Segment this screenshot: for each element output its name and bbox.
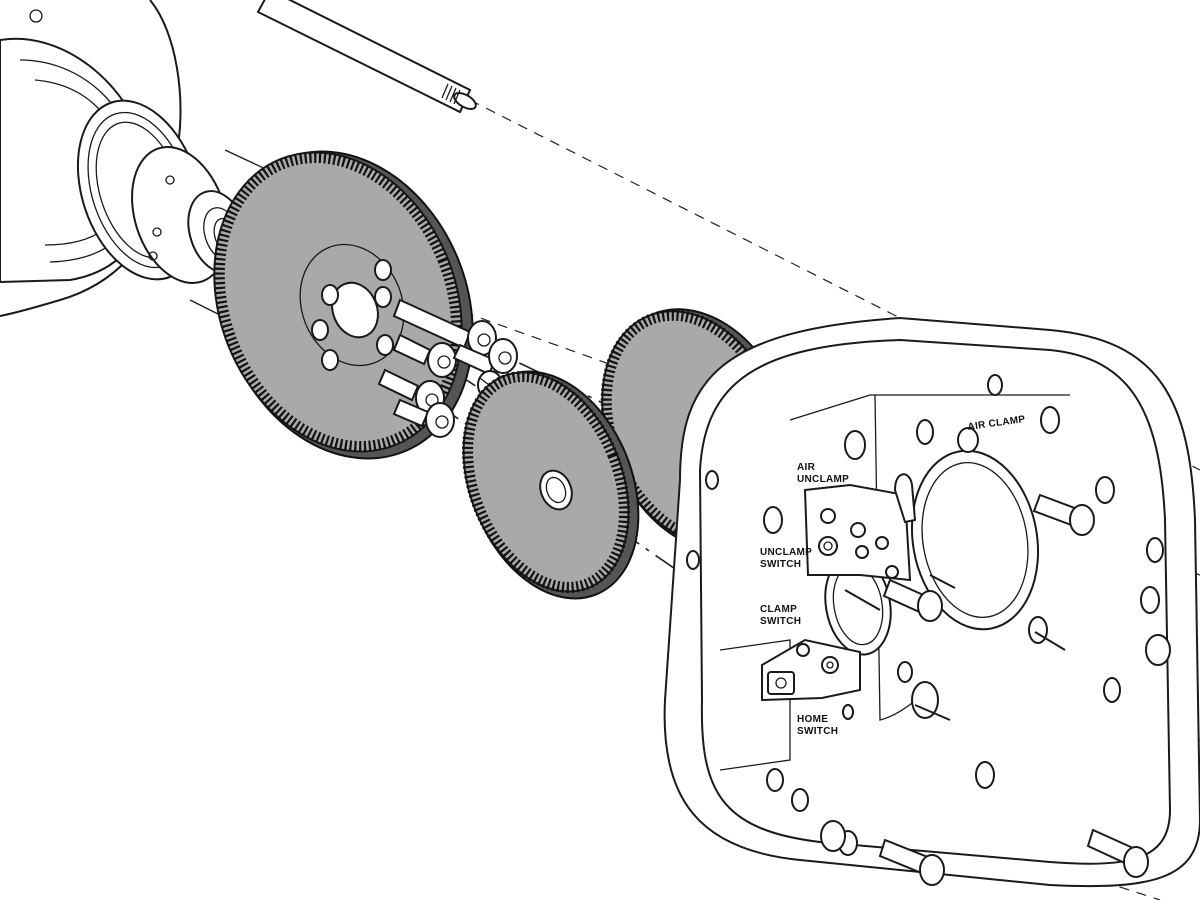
air-unclamp-label-line1: AIR	[797, 462, 816, 473]
socket-head-bolt-icon	[1145, 634, 1171, 666]
unclamp-switch-label-line2: SWITCH	[760, 559, 801, 570]
draw-bar	[256, 0, 477, 114]
home-switch-bracket	[761, 638, 861, 702]
proximity-switch-icon	[818, 508, 838, 556]
unclamp-switch-label-line1: UNCLAMP	[760, 547, 812, 558]
socket-head-bolt-icon	[820, 820, 846, 852]
socket-head-bolt-icon	[392, 398, 455, 438]
socket-head-bolt-icon	[377, 368, 445, 416]
proximity-switch-icon	[767, 671, 795, 695]
gear-bolts	[377, 298, 518, 438]
socket-head-bolt-icon	[1086, 828, 1149, 878]
housing-bolts	[820, 427, 1171, 886]
home-switch-label-line1: HOME	[797, 714, 828, 725]
socket-head-bolt-icon	[878, 838, 945, 886]
air-unclamp-label-line2: UNCLAMP	[797, 474, 849, 485]
home-switch-label-line2: SWITCH	[797, 726, 838, 737]
unclamp-switch-bracket	[803, 473, 917, 582]
small-gear	[462, 370, 640, 600]
shaft-lines	[844, 574, 1066, 721]
socket-head-bolt-icon	[1032, 493, 1095, 536]
clamp-switch-label-line1: CLAMP	[760, 604, 797, 615]
socket-head-bolt-icon	[392, 333, 457, 378]
socket-head-bolt-icon	[882, 578, 943, 622]
socket-head-bolt-icon	[957, 427, 979, 453]
clamp-switch-label-line2: SWITCH	[760, 616, 801, 627]
